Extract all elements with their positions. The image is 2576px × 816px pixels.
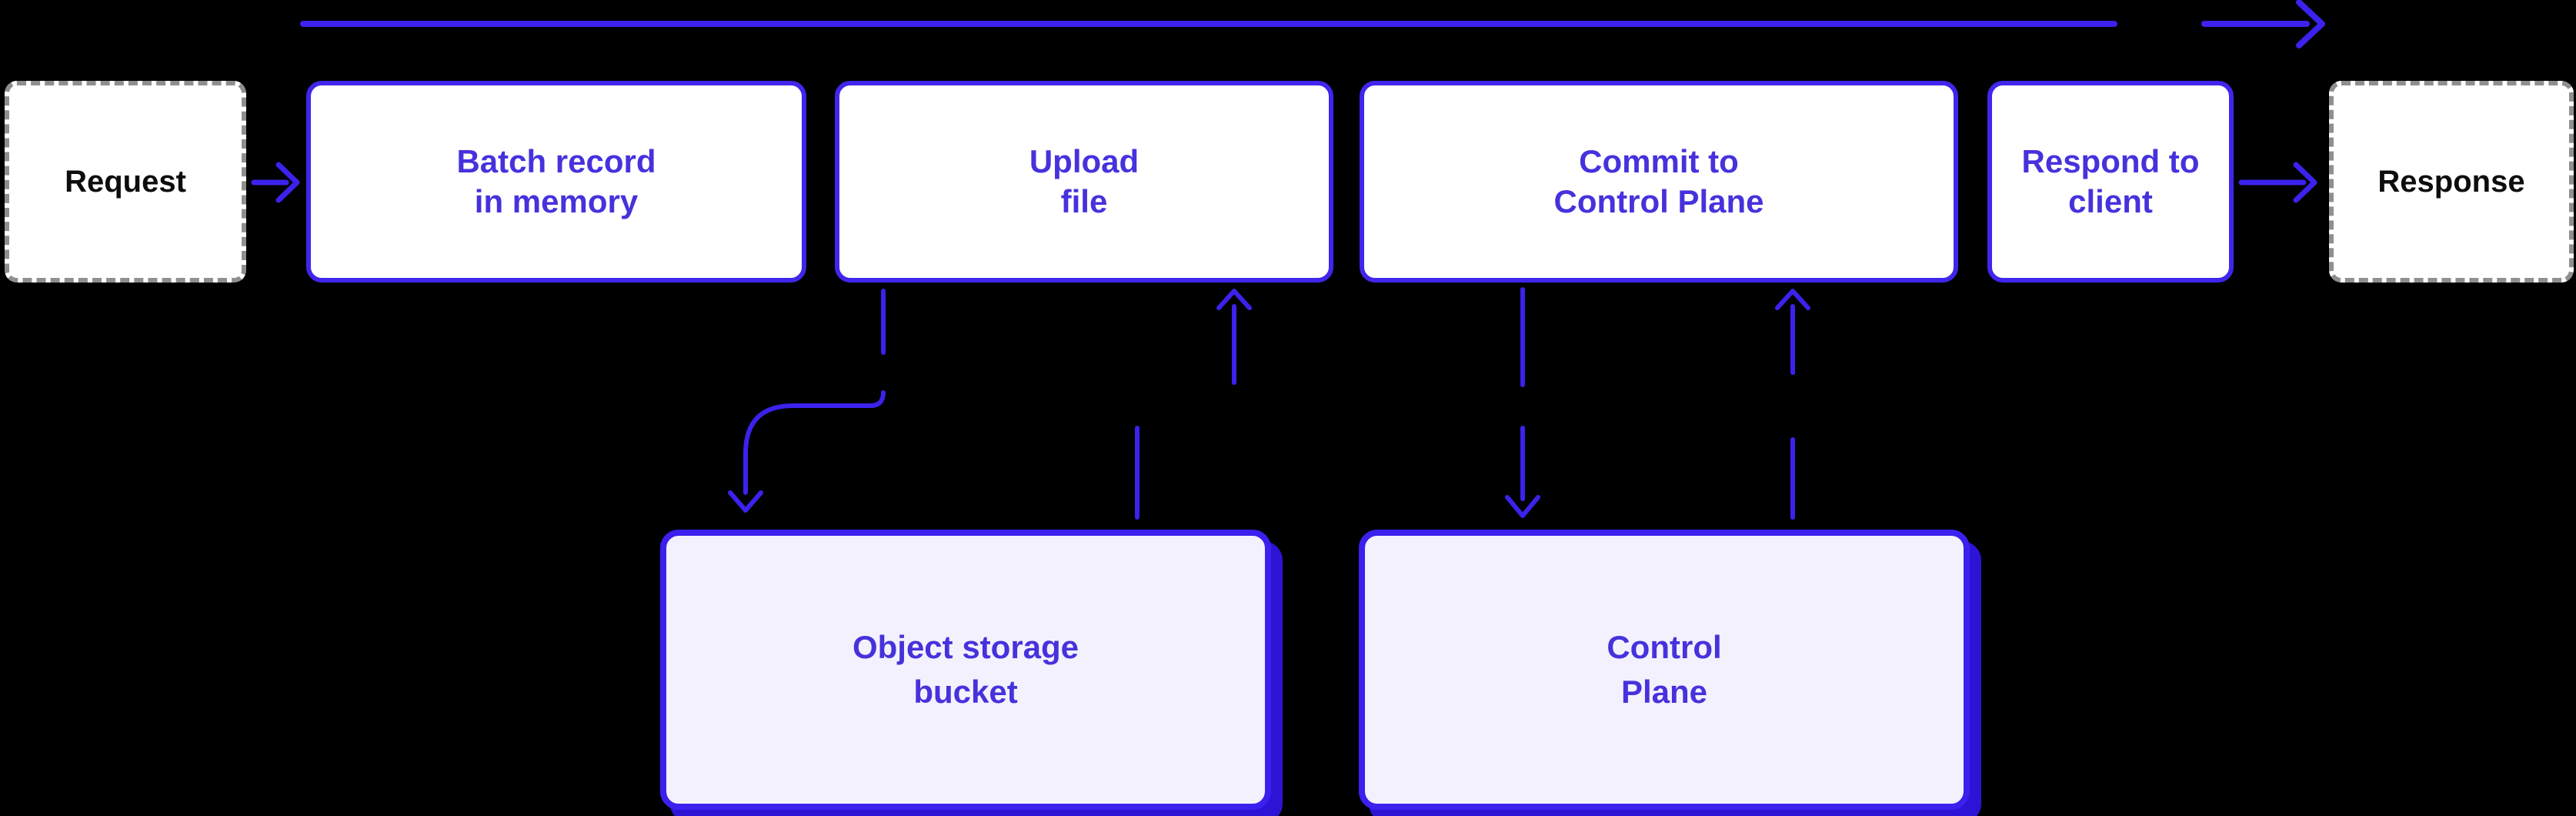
control-plane-label-line1: Control (1607, 629, 1722, 665)
commit-control-plane-node: Commit to Control Plane (1360, 81, 1958, 283)
request-label: Request (65, 165, 186, 199)
commit-to-controlplane-arrow (1505, 287, 1540, 518)
upload-file-node: Upload file (835, 81, 1333, 283)
respond-client-node: Respond to client (1987, 81, 2234, 283)
commit-label-line2: Control Plane (1553, 183, 1764, 219)
bucket-label-line1: Object storage (852, 629, 1079, 665)
bucket-label-line2: bucket (913, 674, 1018, 710)
bucket-to-upload-arrow (1135, 289, 1252, 520)
batch-record-label-line2: in memory (474, 183, 639, 219)
controlplane-to-commit-arrow (1775, 289, 1810, 520)
response-label: Response (2377, 165, 2525, 199)
batch-record-node: Batch record in memory (306, 81, 806, 283)
control-plane-label-line2: Plane (1620, 674, 1708, 710)
respond-to-response-arrow (2238, 162, 2317, 203)
control-plane-node: Control Plane (1359, 530, 1970, 810)
upload-file-label-line1: Upload (1029, 143, 1140, 179)
commit-label-line1: Commit to (1579, 143, 1739, 179)
upload-file-label-line2: file (1060, 183, 1108, 219)
overall-flow-arrow (300, 0, 2325, 48)
batch-record-label-line1: Batch record (456, 143, 656, 179)
object-storage-bucket-node: Object storage bucket (660, 530, 1271, 810)
request-to-batch-arrow (251, 162, 300, 203)
respond-label-line2: client (2068, 183, 2153, 219)
upload-to-bucket-arrow (728, 289, 886, 513)
request-node: Request (5, 81, 246, 283)
respond-label-line1: Respond to (2021, 143, 2200, 179)
response-node: Response (2329, 81, 2574, 283)
